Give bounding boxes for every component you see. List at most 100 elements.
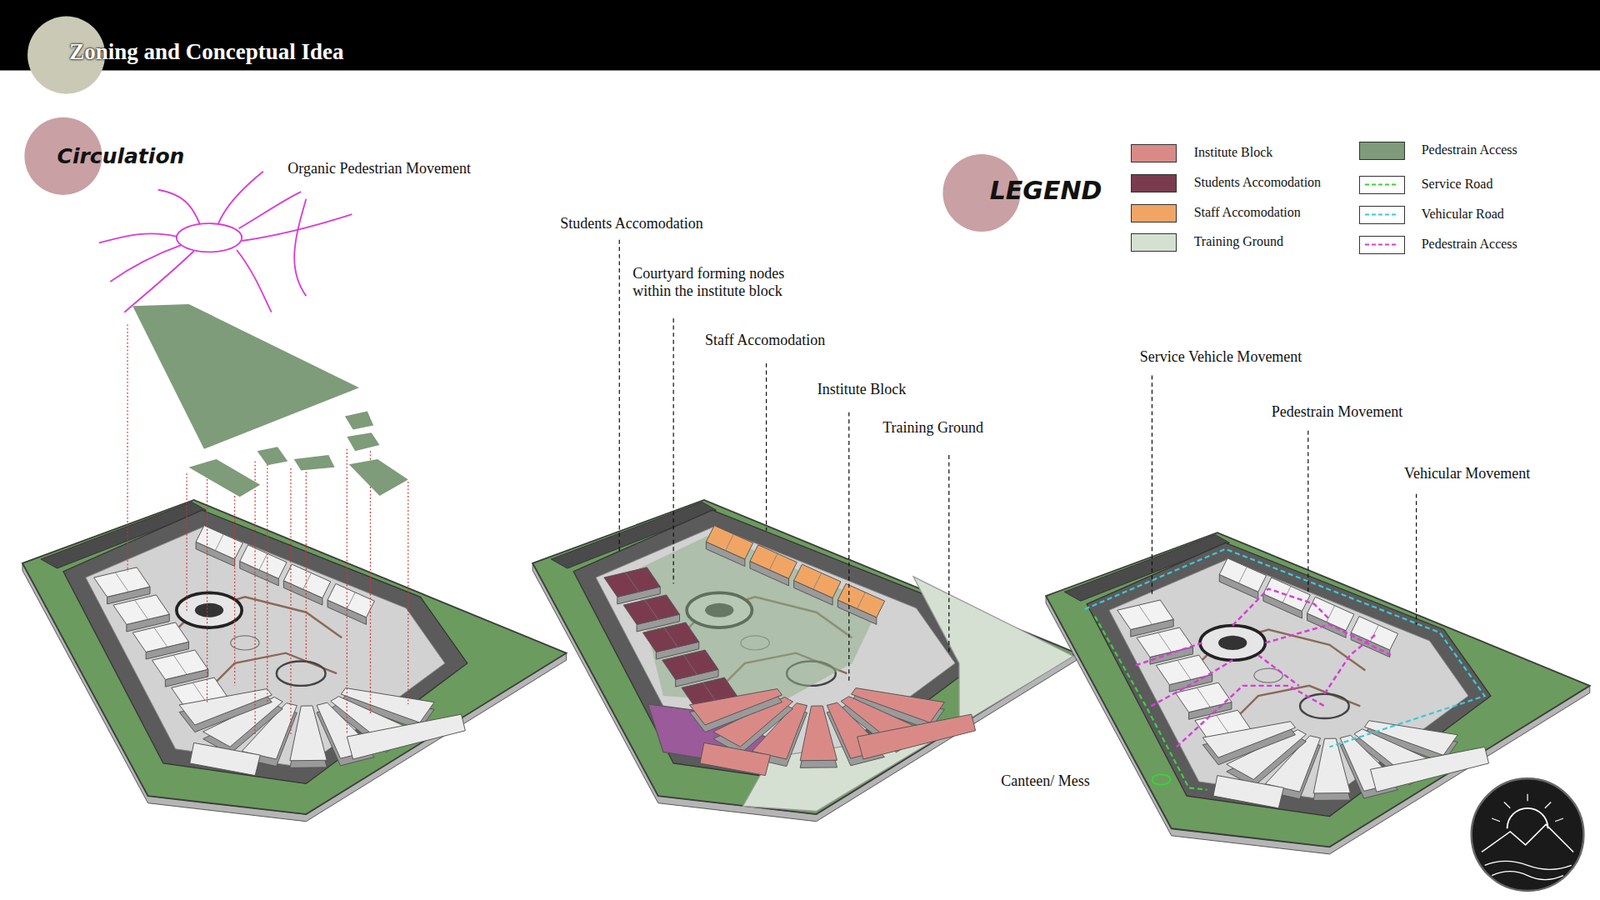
pedestrian-piece <box>294 455 335 470</box>
projection-line <box>185 473 187 613</box>
organic-line <box>294 199 306 296</box>
building-line <box>192 682 206 702</box>
zone-label: Training Ground <box>882 419 984 437</box>
pedestrian-piece <box>345 410 374 430</box>
building-line <box>1139 605 1153 625</box>
legend-text: Pedestrain Access <box>1421 236 1518 252</box>
building-block <box>1350 616 1398 650</box>
projection-line <box>234 495 235 686</box>
zone-label: Canteen/ Mess <box>1000 772 1090 790</box>
vehicular-road <box>1085 549 1485 748</box>
courtyard <box>632 532 880 705</box>
pedestrian-piece <box>189 459 261 497</box>
organic-line <box>218 171 264 224</box>
building-block <box>750 545 797 579</box>
legend-swatch <box>1359 141 1405 160</box>
legend-text: Staff Accomodation <box>1194 205 1301 220</box>
logo <box>1471 778 1585 891</box>
plan-movement <box>1045 532 1590 855</box>
building-block <box>794 564 841 598</box>
projection-line <box>266 464 268 705</box>
service-road <box>1095 616 1208 790</box>
projection-line <box>126 324 128 571</box>
institute-wing <box>857 714 976 760</box>
legend-text: Training Ground <box>1194 234 1284 250</box>
zone-label: Courtyard forming nodes within the insti… <box>632 265 820 300</box>
pedestrian-piece <box>257 446 289 465</box>
projection-line <box>255 460 256 735</box>
section-heading: Circulation <box>57 145 185 170</box>
pedestrian-path <box>1150 660 1233 706</box>
organic-line <box>99 233 178 243</box>
building-block <box>113 595 170 625</box>
building-line <box>1239 566 1248 584</box>
plan-circulation <box>22 500 567 822</box>
building-block <box>1219 558 1266 592</box>
building-block <box>623 595 680 625</box>
building-block <box>195 525 243 560</box>
institute-wing <box>1213 775 1284 809</box>
building-line <box>725 534 735 551</box>
building-block <box>1263 577 1310 611</box>
building-block <box>604 567 660 598</box>
building-block <box>1117 600 1174 630</box>
line-sample <box>1359 235 1405 255</box>
zone-label: Institute Block <box>817 380 907 399</box>
organic-line <box>124 250 194 312</box>
logo-mountain <box>1481 824 1574 852</box>
logo-disc <box>1471 778 1585 891</box>
organic-line <box>110 245 182 282</box>
building-line <box>173 655 187 675</box>
line-sample-svg <box>1360 176 1404 193</box>
legend-swatch <box>1130 174 1177 193</box>
institute-wing <box>1202 721 1295 758</box>
building-line <box>1158 632 1172 652</box>
logo-ray <box>1555 818 1564 822</box>
central-node <box>1218 635 1247 650</box>
projection-line <box>346 449 348 735</box>
ring-road <box>1086 542 1491 816</box>
pedestrian-path <box>1324 635 1375 695</box>
building-block <box>837 583 885 617</box>
building-line <box>135 600 149 620</box>
pedestrian-path <box>1265 624 1391 655</box>
legend-heading: LEGEND <box>990 176 1103 206</box>
building-line <box>1216 715 1230 735</box>
legend-swatch <box>1130 204 1177 223</box>
line-sample <box>1359 205 1405 225</box>
legend-text: Pedestrain Access <box>1421 142 1518 158</box>
movement-label: Service Vehicle Movement <box>1140 348 1303 366</box>
institute-wing <box>346 714 465 760</box>
leader-line <box>619 240 620 551</box>
plaza-node <box>1300 694 1350 719</box>
movement-label: Pedestrain Movement <box>1271 403 1403 421</box>
movement-label: Vehicular Movement <box>1404 465 1530 483</box>
plan-zoning <box>532 500 1077 822</box>
building-block <box>132 622 189 653</box>
central-node <box>195 603 224 618</box>
building-line <box>683 655 697 675</box>
institute-wing <box>689 689 782 725</box>
organic-node <box>176 223 242 252</box>
building-line <box>1326 605 1335 623</box>
institute-wing <box>190 742 260 775</box>
leader-line <box>1151 375 1153 595</box>
building-line <box>259 553 268 570</box>
line-sample-stroke <box>1365 214 1399 216</box>
logo-ray <box>1504 801 1510 808</box>
projection-line <box>290 468 291 735</box>
pedestrian-piece <box>346 432 380 451</box>
building-block <box>662 650 719 680</box>
legend-text: Service Road <box>1421 176 1494 192</box>
legend-swatch <box>1130 144 1177 163</box>
building-line <box>1177 660 1191 680</box>
line-sample-svg <box>1360 206 1404 223</box>
leader-line <box>1307 430 1309 595</box>
logo-ray <box>1491 818 1500 822</box>
building-block <box>1175 682 1232 713</box>
building-line <box>645 600 659 620</box>
pedestrian-path <box>1135 642 1203 665</box>
pedestrian-path <box>1176 685 1325 747</box>
pedestrian-path <box>1258 655 1300 686</box>
